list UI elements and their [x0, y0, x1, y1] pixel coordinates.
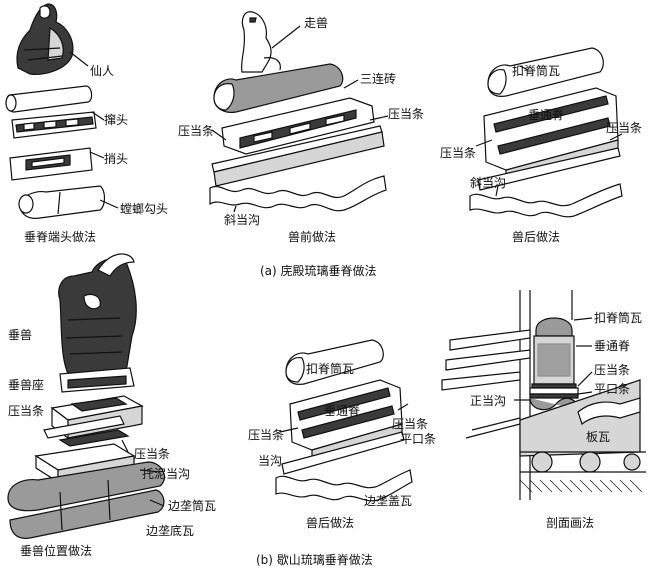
- front-illustration: [209, 11, 389, 213]
- label-s-flat-strip: 平口条: [594, 382, 631, 396]
- label-mantis-hook: 螳螂勾头: [120, 202, 169, 216]
- edge-cover-tiles: [7, 461, 165, 512]
- label-b-gutter: 当沟: [258, 454, 283, 468]
- diagonal-gutter: [209, 175, 387, 212]
- label-shaotou: 捎头: [104, 152, 129, 166]
- label-hanging-beast: 垂兽: [8, 328, 33, 342]
- label-a-rail-right: 压当条: [606, 121, 643, 135]
- label-a-cap-tile: 扣脊筒瓦: [512, 64, 561, 78]
- walking-beast: [240, 11, 272, 73]
- caption-b: (b) 歇山琉璃垂脊做法: [256, 553, 373, 567]
- label-front-gutter: 斜当沟: [224, 213, 261, 227]
- caption-a: (a) 庑殿琉璃垂脊做法: [260, 264, 377, 278]
- title-back-b: 兽后做法: [306, 516, 355, 530]
- label-b-flat-strip: 平口条: [400, 432, 437, 446]
- label-edge-bottom: 边垄底瓦: [146, 524, 195, 538]
- section-cap: [535, 317, 573, 337]
- label-walking-beast: 走兽: [304, 16, 329, 30]
- title-ridge-end: 垂脊端头做法: [24, 230, 97, 244]
- label-edge-cover: 边垄筒瓦: [168, 499, 217, 513]
- back-a-illustration: [469, 47, 623, 218]
- label-b-rail-right: 压当条: [392, 417, 429, 431]
- edge-bottom-tiles: [9, 489, 165, 539]
- title-section: 剖面画法: [546, 516, 595, 530]
- label-a-ridge-body: 垂通脊: [528, 108, 565, 122]
- label-beast-base: 垂兽座: [8, 378, 45, 392]
- beast-position-illustration: [7, 253, 165, 539]
- mantis-hook-tile: [19, 185, 106, 219]
- ridge-cap-tile-a: [487, 47, 604, 97]
- label-front-rail-left: 压当条: [178, 124, 215, 138]
- label-b-ridge-body: 垂通脊: [324, 404, 361, 418]
- ridge-cap-tile-b: [285, 339, 384, 385]
- immortal-figure: [16, 3, 74, 75]
- label-s-cap-tile: 扣脊筒瓦: [594, 311, 643, 325]
- diagonal-gutter-a: [469, 183, 623, 218]
- title-back-a: 兽后做法: [512, 230, 561, 244]
- section-illustration: [441, 290, 646, 500]
- ridge-end-illustration: [5, 3, 119, 219]
- label-chuantou: 撺头: [104, 113, 129, 127]
- label-s-ridge-body: 垂通脊: [594, 339, 631, 353]
- label-immortal: 仙人: [90, 64, 115, 78]
- label-triple-brick: 三连砖: [360, 72, 397, 86]
- label-front-rail-right: 压当条: [388, 107, 425, 121]
- label-b-rail-right: 压当条: [134, 447, 171, 461]
- label-a-gutter: 斜当沟: [470, 176, 507, 190]
- label-b-rail-left: 压当条: [248, 428, 285, 442]
- label-a-rail-left: 压当条: [440, 146, 477, 160]
- label-mud-gutter: 托泥当沟: [142, 467, 191, 481]
- label-s-main-gutter: 正当沟: [470, 394, 507, 408]
- label-b-rail-left: 压当条: [8, 404, 45, 418]
- ridge-cylinder-front: [213, 63, 344, 113]
- label-b-cap-tile: 扣脊筒瓦: [306, 362, 355, 376]
- edge-cover-tiles-b: [275, 469, 413, 502]
- label-s-plate-tile: 板瓦: [586, 430, 611, 444]
- label-b-edge-cover: 边垄盖瓦: [364, 494, 413, 508]
- title-front: 兽前做法: [288, 230, 337, 244]
- label-s-rail: 压当条: [594, 363, 631, 377]
- title-beast-position: 垂兽位置做法: [20, 544, 93, 558]
- tile-cylinder: [5, 85, 93, 113]
- back-b-illustration: [275, 339, 413, 502]
